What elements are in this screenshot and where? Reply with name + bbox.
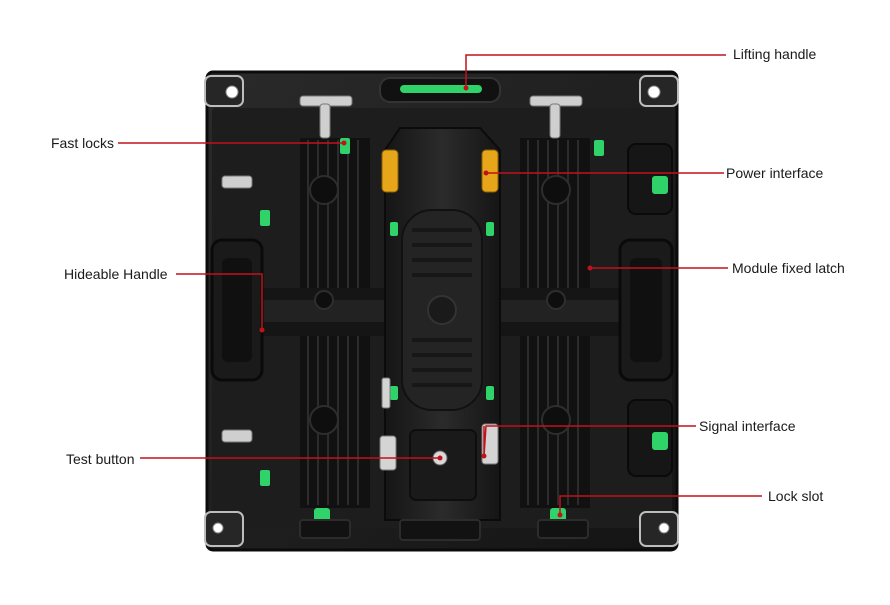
callout-lines: [118, 54, 762, 515]
label-lifting-handle: Lifting handle: [733, 46, 817, 62]
side-power-boxes: [627, 143, 673, 477]
label-hideable-handle: Hideable Handle: [64, 266, 168, 282]
callout-line-signal-interface: [483, 425, 696, 457]
callout-line-lock-slot: [559, 495, 762, 515]
fast-lock-knobs: [221, 95, 583, 443]
label-fast-locks: Fast locks: [51, 135, 115, 151]
label-test-button: Test button: [66, 451, 135, 467]
label-module-fixed-latch: Module fixed latch: [732, 260, 845, 276]
label-lock-slot: Lock slot: [768, 488, 824, 504]
label-power-interface: Power interface: [726, 165, 824, 181]
green-latches: [260, 138, 668, 526]
label-signal-interface: Signal interface: [699, 418, 796, 434]
hideable-handle-left: [210, 238, 264, 382]
hideable-handle-right: [618, 238, 674, 382]
callout-line-hideable-handle: [176, 273, 263, 330]
power-connectors: [381, 149, 499, 193]
callout-dots: [259, 85, 593, 518]
central-spine: [384, 127, 501, 521]
callout-line-lifting-handle: [465, 54, 726, 88]
bottom-plates: [299, 519, 589, 541]
lifting-handle: [379, 77, 501, 103]
